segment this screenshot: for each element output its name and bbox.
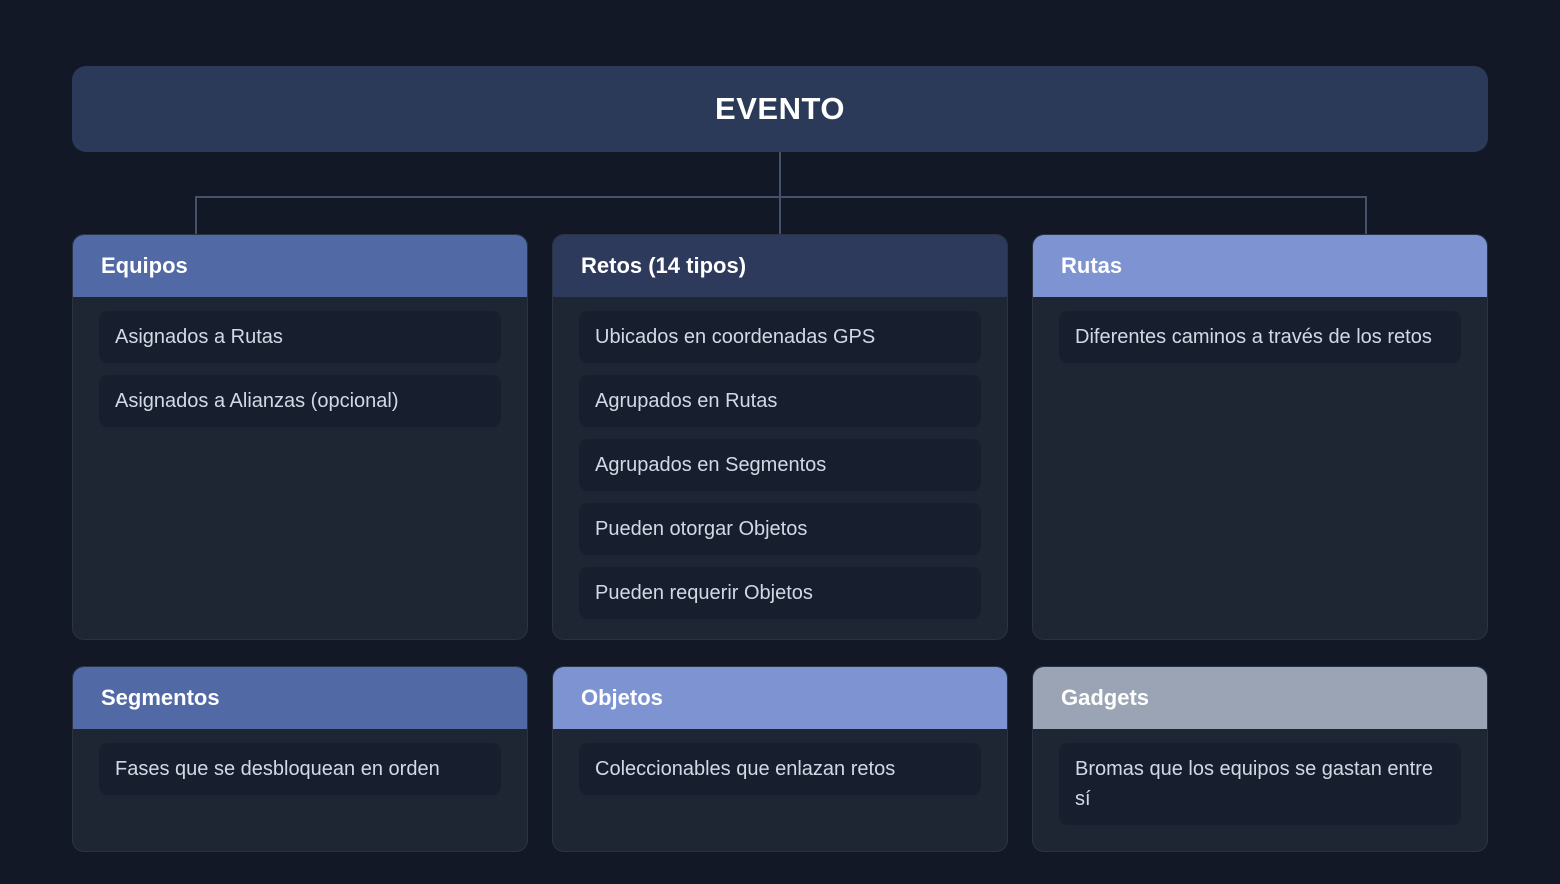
card-header-rutas: Rutas: [1033, 235, 1487, 297]
card-header-equipos: Equipos: [73, 235, 527, 297]
card-body-gadgets: Bromas que los equipos se gastan entre s…: [1033, 729, 1487, 851]
connector-branch-left: [195, 196, 197, 234]
card-body-objetos: Coleccionables que enlazan retos: [553, 729, 1007, 851]
card-header-objetos: Objetos: [553, 667, 1007, 729]
card-title-rutas: Rutas: [1061, 253, 1123, 278]
card-header-segmentos: Segmentos: [73, 667, 527, 729]
list-item[interactable]: Agrupados en Rutas: [579, 375, 981, 427]
card-body-rutas: Diferentes caminos a través de los retos: [1033, 297, 1487, 639]
card-body-segmentos: Fases que se desbloquean en orden: [73, 729, 527, 851]
card-header-gadgets: Gadgets: [1033, 667, 1487, 729]
card-title-objetos: Objetos: [581, 685, 663, 710]
root-node-evento: EVENTO: [72, 66, 1488, 152]
card-title-gadgets: Gadgets: [1061, 685, 1150, 710]
connector-branch-right: [1365, 196, 1367, 234]
card-body-retos: Ubicados en coordenadas GPS Agrupados en …: [553, 297, 1007, 639]
card-retos[interactable]: Retos (14 tipos) Ubicados en coordenadas …: [552, 234, 1008, 640]
list-item[interactable]: Diferentes caminos a través de los retos: [1059, 311, 1461, 363]
list-item[interactable]: Coleccionables que enlazan retos: [579, 743, 981, 795]
list-item[interactable]: Pueden otorgar Objetos: [579, 503, 981, 555]
connector-horizontal-bar: [195, 196, 1367, 198]
list-item[interactable]: Pueden requerir Objetos: [579, 567, 981, 619]
list-item[interactable]: Agrupados en Segmentos: [579, 439, 981, 491]
connector-trunk-vertical: [779, 152, 781, 234]
card-header-retos: Retos (14 tipos): [553, 235, 1007, 297]
card-title-segmentos: Segmentos: [101, 685, 220, 710]
list-item[interactable]: Asignados a Alianzas (opcional): [99, 375, 501, 427]
list-item[interactable]: Ubicados en coordenadas GPS: [579, 311, 981, 363]
list-item[interactable]: Asignados a Rutas: [99, 311, 501, 363]
list-item[interactable]: Fases que se desbloquean en orden: [99, 743, 501, 795]
list-item[interactable]: Bromas que los equipos se gastan entre s…: [1059, 743, 1461, 825]
card-title-retos: Retos (14 tipos): [581, 253, 747, 278]
card-title-equipos: Equipos: [101, 253, 188, 278]
root-node-title: EVENTO: [715, 91, 845, 126]
